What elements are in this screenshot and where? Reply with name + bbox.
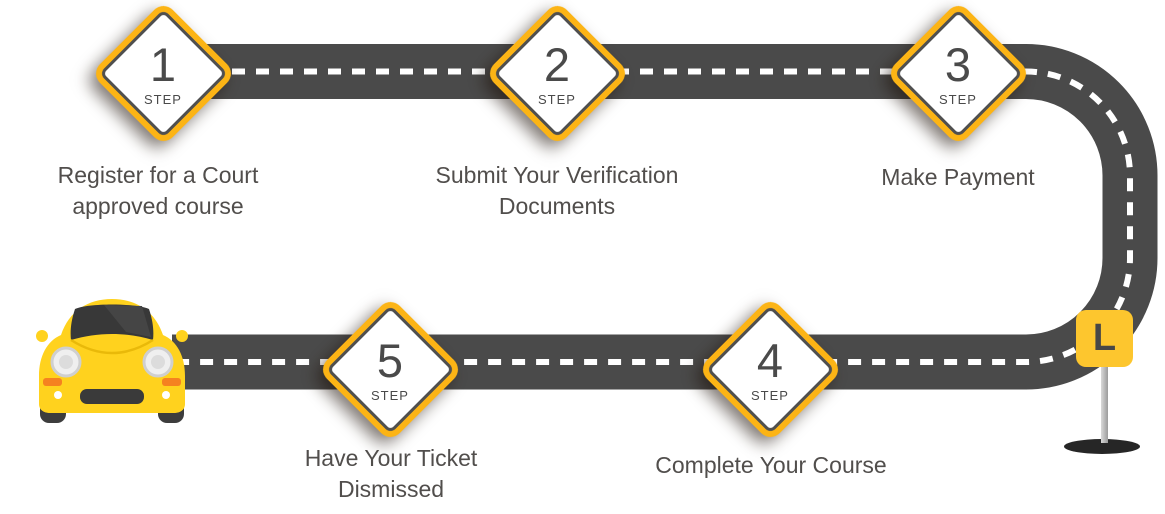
car-left-indicator [43,378,62,386]
step-3-caption: Make Payment [818,162,1098,193]
step-5-number: 5 [376,334,404,387]
finish-sign-ground-shadow [1064,439,1140,454]
car-icon [36,299,188,423]
car-right-foglight [162,391,170,399]
step-5-caption: Have Your Ticket Dismissed [241,443,541,505]
car-right-indicator [162,378,181,386]
step-2-caption: Submit Your Verification Documents [407,160,707,222]
car-left-headlight-inner [59,355,73,369]
car-windshield-highlight [104,305,151,337]
step-3-caption-line1: Make Payment [881,164,1035,190]
step-5-word: STEP [371,388,409,403]
step-1-word: STEP [144,92,182,107]
step-4-sign: 4 STEP [697,296,843,442]
step-4-caption-line1: Complete Your Course [655,452,887,478]
step-1-caption: Register for a Court approved course [18,160,298,222]
car-right-mirror [176,330,188,342]
car-left-mirror [36,330,48,342]
step-2-number: 2 [543,38,571,91]
car-left-foglight [54,391,62,399]
car-hood-crease [70,338,154,355]
step-4-word: STEP [751,388,789,403]
step-2-caption-line2: Documents [498,193,616,219]
step-4-number: 4 [756,334,784,387]
step-2-caption-line1: Submit Your Verification [435,162,679,188]
step-1-caption-line2: approved course [72,193,244,219]
step-3-sign: 3 STEP [885,0,1031,146]
car-right-headlight-inner [151,355,165,369]
learner-plate-icon: L [1076,310,1133,367]
step-5-caption-line2: Dismissed [337,476,445,502]
step-2-word: STEP [538,92,576,107]
finish-sign-label: L [1092,317,1117,359]
step-3-word: STEP [939,92,977,107]
step-5-sign: 5 STEP [317,296,463,442]
step-2-sign: 2 STEP [484,0,630,146]
step-4-caption: Complete Your Course [611,450,931,481]
finish-sign-post [1101,366,1108,443]
step-1-number: 1 [149,38,177,91]
car-grille [80,389,144,404]
step-3-number: 3 [944,38,972,91]
step-1-caption-line1: Register for a Court [57,162,259,188]
step-5-caption-line1: Have Your Ticket [304,445,478,471]
road-centerline [160,68,1133,365]
step-1-sign: 1 STEP [90,0,236,146]
